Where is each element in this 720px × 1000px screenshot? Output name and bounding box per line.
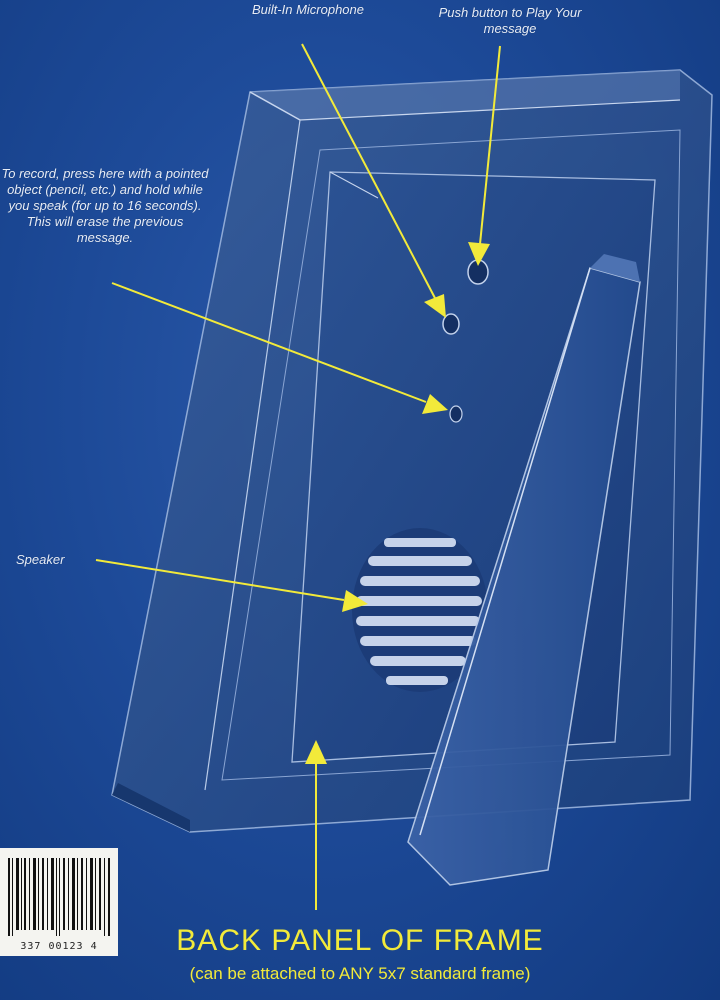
play-button-label: Push button to Play Your message — [438, 5, 582, 36]
speaker-arrow — [95, 559, 368, 612]
microphone-hole — [442, 313, 460, 335]
barcode-digits: 337 00123 4 — [20, 941, 98, 952]
footer-title: BACK PANEL OF FRAME — [176, 924, 544, 957]
frame-stand — [407, 254, 641, 886]
play-arrow — [468, 45, 501, 266]
microphone-label: Built-In Microphone — [252, 2, 364, 17]
barcode: 337 00123 4 — [0, 848, 118, 956]
barcode-bars — [8, 858, 110, 936]
record-button-hole — [449, 405, 463, 423]
record-arrow — [111, 282, 448, 414]
speaker-label: Speaker — [16, 552, 65, 567]
footer-subtitle: (can be attached to ANY 5x7 standard fra… — [189, 964, 531, 983]
record-instructions-label: To record, press here with a pointed obj… — [1, 166, 209, 245]
back-panel-arrow — [305, 740, 327, 910]
speaker-grille — [352, 528, 488, 692]
microphone-arrow — [301, 43, 446, 318]
